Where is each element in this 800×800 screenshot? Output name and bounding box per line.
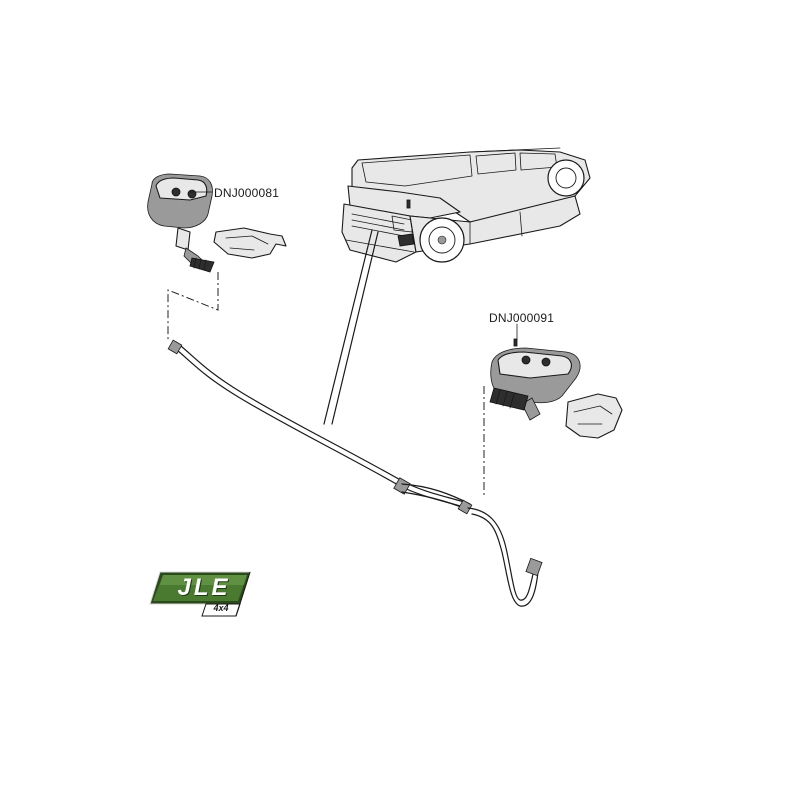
leader-line-2	[331, 231, 379, 425]
washer-jet-left-illustration	[147, 173, 287, 273]
logo-main-text: JLE	[177, 574, 231, 601]
part-number-label-right: DNJ000091	[489, 311, 555, 325]
washer-jet-right-illustration	[489, 338, 623, 439]
jle-logo	[149, 571, 251, 617]
placement-line-left	[167, 272, 219, 340]
part-number-label-left: DNJ000081	[214, 186, 280, 200]
logo-sub-text: 4x4	[213, 603, 229, 613]
washer-hose	[167, 339, 543, 607]
vehicle-illustration	[341, 147, 591, 263]
leader-line-1	[323, 229, 373, 425]
